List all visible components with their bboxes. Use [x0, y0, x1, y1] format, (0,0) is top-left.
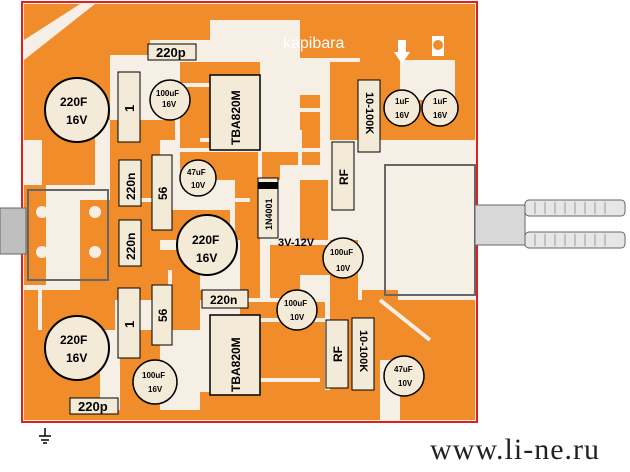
svg-text:RF: RF: [337, 169, 351, 185]
ic-top-label: TBA820M: [229, 90, 243, 145]
svg-text:1: 1: [122, 321, 137, 328]
svg-text:220n: 220n: [210, 293, 237, 307]
svg-text:220F: 220F: [60, 95, 87, 109]
cap-100uf-d: 100uF 16V: [132, 359, 178, 405]
resistor-10-100k-bottom: 10-100K: [351, 317, 375, 391]
svg-text:10V: 10V: [191, 181, 206, 190]
resistor-56-top: 56: [151, 154, 173, 231]
svg-text:1: 1: [122, 105, 137, 112]
svg-text:100uF: 100uF: [156, 89, 179, 98]
cap-47uf-a: 47uF 10V: [179, 159, 217, 197]
svg-text:220F: 220F: [192, 233, 219, 247]
svg-text:10V: 10V: [398, 379, 413, 388]
svg-text:100uF: 100uF: [330, 248, 353, 257]
svg-text:16V: 16V: [148, 385, 163, 394]
svg-text:220F: 220F: [60, 333, 87, 347]
cap-100uf-a: 100uF 16V: [149, 79, 191, 121]
svg-text:47uF: 47uF: [187, 168, 206, 177]
brand-label: kapibara: [283, 35, 344, 52]
cap-220p-bottom: 220p: [69, 397, 119, 415]
output-arrows: [394, 36, 444, 64]
cap-100uf-c: 100uF 10V: [276, 289, 318, 331]
svg-text:16V: 16V: [196, 251, 217, 265]
svg-text:16V: 16V: [66, 113, 87, 127]
resistor-1-bottom: 1: [117, 287, 141, 359]
cap-220n-c: 220n: [201, 289, 249, 309]
svg-text:16V: 16V: [433, 111, 448, 120]
cap-100uf-b: 100uF 10V: [322, 237, 364, 279]
cap-1uf-a: 1uF 16V: [383, 89, 421, 127]
resistor-10-100k-top: 10-100K: [357, 79, 381, 153]
svg-text:100uF: 100uF: [284, 299, 307, 308]
svg-text:10V: 10V: [290, 313, 305, 322]
cap-220f-top: 220F 16V: [44, 77, 110, 143]
svg-text:RF: RF: [331, 346, 345, 362]
cap-1uf-b: 1uF 16V: [421, 89, 459, 127]
svg-text:56: 56: [156, 186, 170, 200]
input-jack: [0, 189, 109, 281]
resistor-rf-top: RF: [331, 141, 355, 211]
watermark: www.li-ne.ru: [400, 428, 630, 472]
supply-voltage-label: 3V-12V: [278, 237, 315, 249]
svg-text:16V: 16V: [66, 351, 87, 365]
cap-220p-top: 220p: [147, 43, 197, 61]
potentiometer: [384, 164, 626, 296]
cap-220n-a: 220n: [118, 159, 142, 207]
svg-text:10V: 10V: [336, 264, 351, 273]
cap-220f-left-bottom: 220F 16V: [44, 315, 110, 381]
resistor-rf-bottom: RF: [325, 319, 349, 389]
svg-text:16V: 16V: [162, 100, 177, 109]
ic-bottom-label: TBA820M: [229, 337, 243, 392]
cap-220f-mid: 220F 16V: [176, 214, 238, 276]
svg-text:100uF: 100uF: [142, 371, 165, 380]
svg-text:220p: 220p: [156, 45, 186, 60]
ground-symbol-dark: [39, 428, 51, 444]
svg-text:56: 56: [156, 308, 170, 322]
svg-text:1uF: 1uF: [433, 97, 447, 106]
ic-tba820m-bottom: TBA820M: [209, 314, 261, 396]
svg-text:220n: 220n: [124, 233, 138, 260]
cap-47uf-b: 47uF 10V: [383, 355, 425, 397]
svg-text:220p: 220p: [78, 399, 108, 414]
svg-text:10-100K: 10-100K: [363, 92, 375, 134]
cap-220n-b: 220n: [118, 219, 142, 267]
resistor-1-top: 1: [117, 71, 141, 143]
diode-1n4001: 1N4001: [257, 177, 279, 239]
svg-text:47uF: 47uF: [394, 365, 413, 374]
svg-text:1uF: 1uF: [395, 97, 409, 106]
resistor-56-bottom: 56: [151, 284, 173, 346]
svg-text:16V: 16V: [395, 111, 410, 120]
svg-text:1N4001: 1N4001: [264, 198, 274, 230]
svg-text:10-100K: 10-100K: [357, 330, 369, 372]
svg-text:220n: 220n: [124, 173, 138, 200]
ic-tba820m-top: TBA820M: [209, 74, 261, 151]
